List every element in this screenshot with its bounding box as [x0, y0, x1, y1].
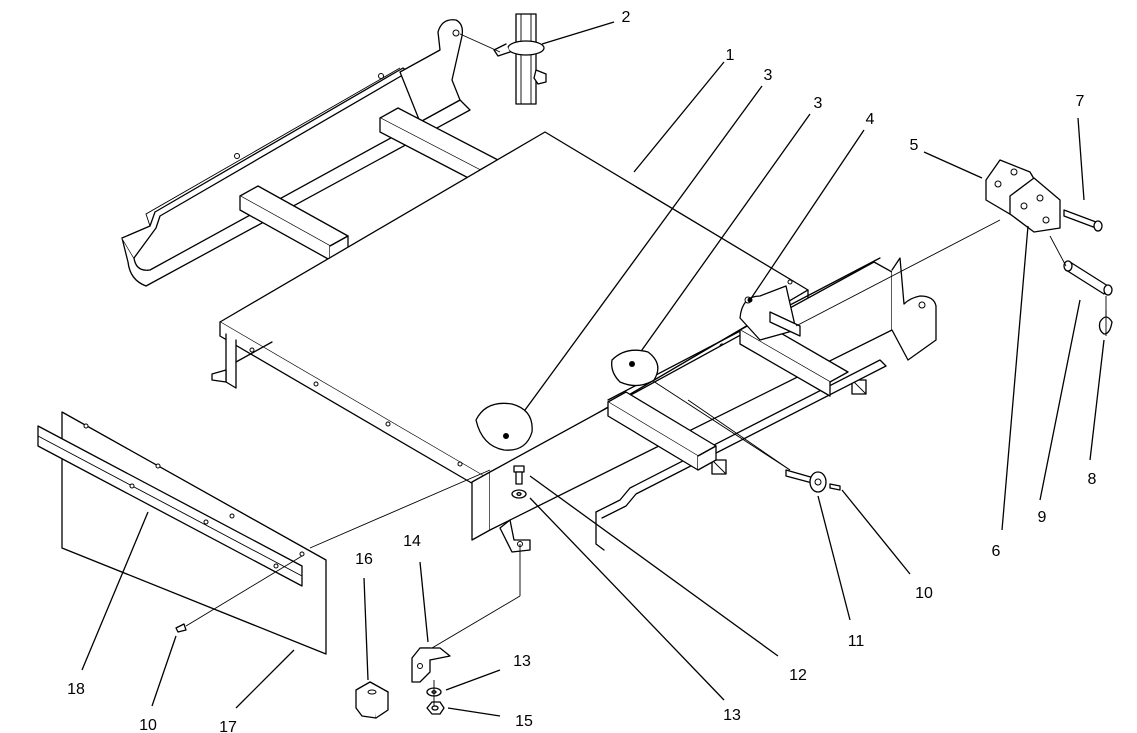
vertical-tube-with-clamp [459, 13, 547, 105]
leader-lines [81, 21, 1105, 717]
callout-3-right: 3 [814, 95, 823, 112]
upper-left-side-rail [121, 19, 499, 287]
callout-12: 12 [789, 667, 807, 684]
bracket-part-16 [355, 681, 389, 719]
callout-11: 11 [848, 633, 865, 650]
assembly-alignment-lines [185, 219, 1107, 706]
callout-dots [475, 297, 753, 451]
callout-15: 15 [515, 713, 533, 730]
bolt-part-10-left [175, 623, 187, 633]
bolt-part-7 [1063, 209, 1103, 232]
callout-10-right: 10 [915, 585, 933, 602]
bolt-part-10-right [829, 483, 841, 491]
bracket-part-14 [411, 647, 451, 683]
front-panel-part-17 [61, 411, 327, 655]
callout-13-right: 13 [723, 707, 741, 724]
callout-1: 1 [726, 47, 735, 64]
callout-6: 6 [992, 543, 1001, 560]
callout-3-left: 3 [764, 67, 773, 84]
hitch-plate-assembly [985, 159, 1061, 233]
callout-9: 9 [1038, 509, 1047, 526]
callout-2: 2 [622, 9, 631, 26]
lower-right-side-frame [471, 257, 937, 553]
callout-18: 18 [67, 681, 85, 698]
callout-13-lower: 13 [513, 653, 531, 670]
nut-part-15 [426, 701, 445, 715]
pin-part-11 [785, 469, 827, 493]
washer-part-13-upper [511, 489, 527, 499]
callout-17: 17 [219, 719, 237, 733]
callout-16: 16 [355, 551, 373, 568]
callout-7: 7 [1076, 93, 1085, 110]
callout-14: 14 [403, 533, 421, 550]
callout-4: 4 [866, 111, 875, 128]
mounting-strip-part-18 [37, 423, 305, 587]
callout-10-left: 10 [139, 717, 157, 733]
clip-part-8 [1098, 310, 1113, 336]
bolt-part-12 [513, 465, 525, 485]
callout-labels: 1 2 3 3 4 5 6 7 8 9 10 10 11 12 13 13 14… [67, 9, 1096, 733]
callout-8: 8 [1088, 471, 1097, 488]
pin-part-9 [1063, 260, 1113, 296]
callout-5: 5 [910, 137, 919, 154]
